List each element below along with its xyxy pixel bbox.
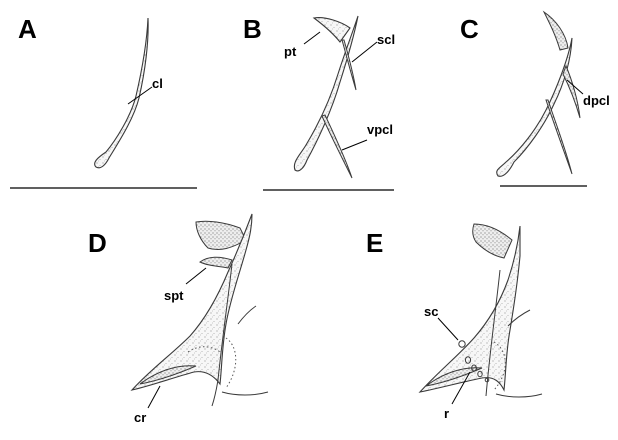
vpcl-structure [322,115,352,178]
panel-d: D spt cr [88,214,268,425]
label-vpcl: vpcl [367,122,393,137]
panel-a: A cl [10,14,197,188]
dpcl-structure [563,66,580,118]
cl-rod-c [497,38,572,176]
sc-structure [459,341,465,347]
pt-structure-c [544,12,568,50]
label-r: r [444,406,449,421]
sc-leader [438,318,458,340]
panel-letter-d: D [88,228,107,258]
pt-structure-d [196,221,246,249]
panel-c: C dpcl [460,12,610,186]
scl-leader [352,42,377,62]
label-sc: sc [424,304,438,319]
tissue-line-lower-e [496,394,542,397]
spt-leader [186,268,206,284]
panel-e: E sc r [366,224,542,421]
vpcl-structure-c [546,100,572,174]
pt-structure [314,18,350,42]
panel-letter-a: A [18,14,37,44]
pt-structure-e [473,224,512,258]
panel-letter-b: B [243,14,262,44]
label-dpcl: dpcl [583,93,610,108]
tissue-line-lower-d [222,392,268,395]
label-pt: pt [284,44,297,59]
dotted-outline-d [226,338,236,388]
panel-letter-c: C [460,14,479,44]
cr-leader [148,386,160,408]
panel-letter-e: E [366,228,383,258]
panel-b: B pt scl vpcl [243,14,395,190]
pt-leader [304,32,320,44]
label-spt: spt [164,288,184,303]
cl-structure [95,18,149,168]
spt-structure [200,257,232,268]
vpcl-leader [342,140,367,150]
label-cr: cr [134,410,146,425]
label-scl: scl [377,32,395,47]
tissue-line-upper-d [238,306,256,324]
label-cl: cl [152,76,163,91]
